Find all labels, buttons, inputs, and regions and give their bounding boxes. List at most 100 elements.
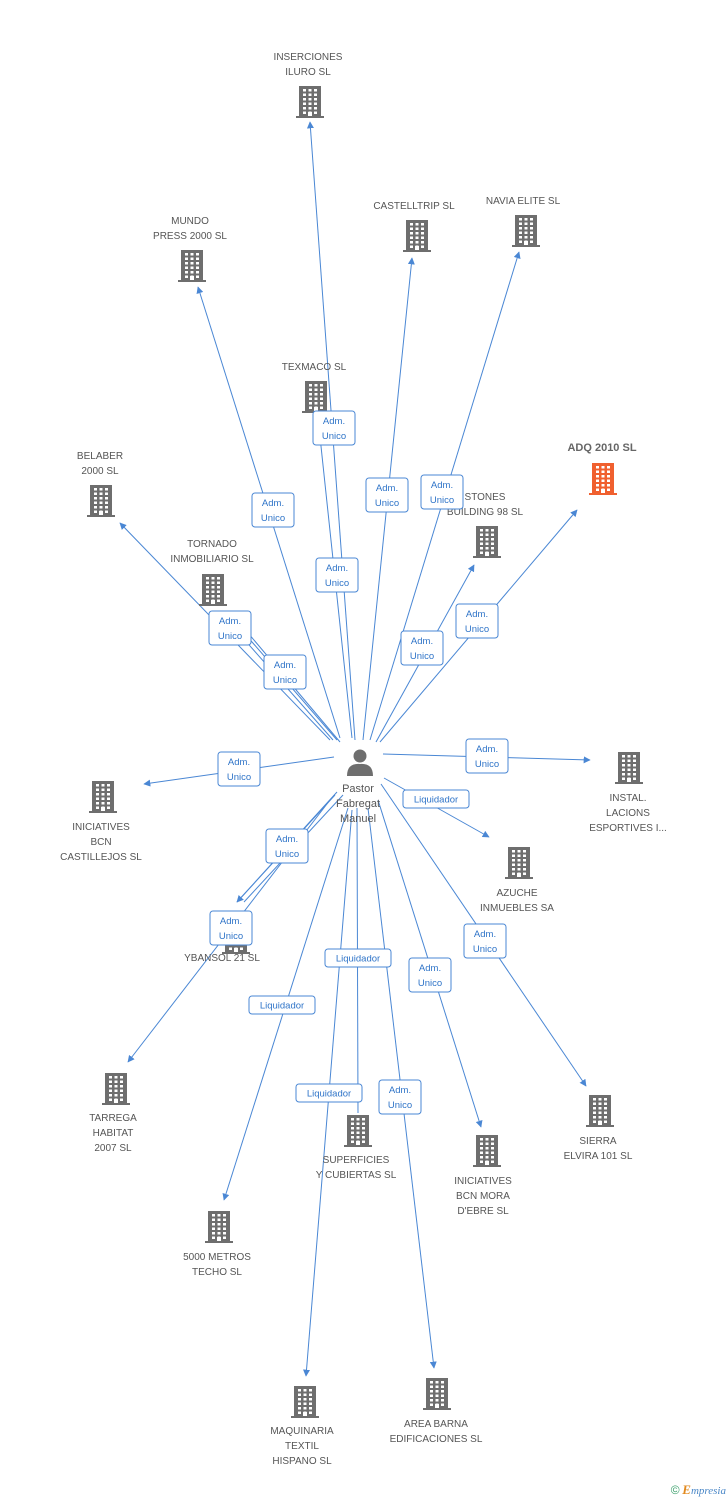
- relation-text: Unico: [218, 631, 242, 642]
- relation-label-adq[interactable]: Adm.Unico: [455, 603, 499, 639]
- company-node-adq[interactable]: ADQ 2010 SL: [567, 442, 637, 495]
- building-icon[interactable]: [403, 220, 431, 252]
- relation-label-azuche[interactable]: Liquidador: [402, 789, 470, 809]
- relation-label-metros[interactable]: Liquidador: [248, 995, 316, 1015]
- company-node-metros[interactable]: 5000 METROS TECHO SL: [183, 1211, 251, 1278]
- company-name-line: STONES: [465, 492, 506, 503]
- company-name-line: LACIONS: [606, 808, 650, 819]
- company-node-texmaco[interactable]: TEXMACO SL: [282, 362, 347, 413]
- company-name-line: ESPORTIVES I...: [589, 823, 667, 834]
- relation-text: Adm.: [376, 483, 398, 494]
- building-icon[interactable]: [586, 1095, 614, 1127]
- building-icon[interactable]: [178, 250, 206, 282]
- building-icon[interactable]: [505, 847, 533, 879]
- relation-text: Adm.: [220, 916, 242, 927]
- building-icon[interactable]: [205, 1211, 233, 1243]
- building-icon[interactable]: [512, 215, 540, 247]
- relation-text: Unico: [273, 675, 297, 686]
- company-node-inserciones[interactable]: INSERCIONES ILURO SL: [274, 52, 343, 118]
- building-icon[interactable]: [473, 526, 501, 558]
- building-icon[interactable]: [291, 1386, 319, 1418]
- relation-label-mundo[interactable]: Adm.Unico: [251, 492, 295, 528]
- relation-label-iniciatives_mora[interactable]: Adm. Unico: [408, 957, 452, 993]
- company-node-navia[interactable]: NAVIA ELITE SL: [486, 196, 561, 247]
- relation-text: Adm.: [262, 498, 284, 509]
- company-name-line: AREA BARNA: [404, 1419, 468, 1430]
- building-icon[interactable]: [302, 381, 330, 413]
- building-icon[interactable]: [615, 752, 643, 784]
- company-name-line: INSERCIONES: [274, 52, 343, 63]
- company-name-line: HABITAT: [93, 1128, 134, 1139]
- relation-label-sierra[interactable]: Adm.Unico: [463, 923, 507, 959]
- relation-label-iniciatives_bcn[interactable]: Adm.Unico: [217, 751, 261, 787]
- relation-label-superficies[interactable]: Liquidador: [324, 948, 392, 968]
- relation-label-stones[interactable]: Adm.Unico: [400, 630, 444, 666]
- company-name-line: EDIFICACIONES SL: [390, 1434, 483, 1445]
- copyright-symbol: ©: [670, 1483, 680, 1497]
- relation-text: Unico: [375, 498, 399, 509]
- relation-label-ybansol[interactable]: Adm.Unico: [265, 828, 309, 864]
- company-name-line: 5000 METROS: [183, 1252, 251, 1263]
- relation-text: Unico: [475, 759, 499, 770]
- company-name-line: TEXMACO SL: [282, 362, 347, 373]
- building-icon[interactable]: [589, 463, 617, 495]
- company-name-line: MAQUINARIA: [270, 1426, 334, 1437]
- relation-label-instal[interactable]: Adm.Unico: [465, 738, 509, 774]
- relation-text: Adm.: [276, 834, 298, 845]
- company-name-line: NAVIA ELITE SL: [486, 196, 561, 207]
- building-icon[interactable]: [473, 1135, 501, 1167]
- building-icon[interactable]: [199, 574, 227, 606]
- building-icon[interactable]: [423, 1378, 451, 1410]
- company-node-area_barna[interactable]: AREA BARNA EDIFICACIONES SL: [390, 1378, 483, 1445]
- company-name-line: CASTELLTRIP SL: [373, 201, 455, 212]
- relation-text: Unico: [227, 772, 251, 783]
- relation-label-texmaco[interactable]: Adm. Unico: [315, 557, 359, 593]
- relation-label-area_barna[interactable]: Adm.Unico: [378, 1079, 422, 1115]
- company-name-line: TECHO SL: [192, 1267, 242, 1278]
- company-name-line: YBANSOL 21 SL: [184, 953, 260, 964]
- relation-label-tarrega[interactable]: Adm.Unico: [209, 910, 253, 946]
- relation-label-tornado[interactable]: Adm.Unico: [263, 654, 307, 690]
- relation-text: Liquidador: [414, 795, 458, 806]
- company-name-line: TEXTIL: [285, 1441, 319, 1452]
- brand-name: mpresia: [690, 1485, 726, 1497]
- relation-label-maquinaria[interactable]: Liquidador: [295, 1083, 363, 1103]
- building-icon[interactable]: [87, 485, 115, 517]
- company-name-line: ILURO SL: [285, 67, 331, 78]
- relation-label-belaber[interactable]: Adm.Unico: [208, 610, 252, 646]
- relation-text: Unico: [430, 495, 454, 506]
- relation-text: Adm.: [411, 636, 433, 647]
- building-icon[interactable]: [296, 86, 324, 118]
- company-name-line: INICIATIVES: [454, 1176, 512, 1187]
- company-node-castelltrip[interactable]: CASTELLTRIP SL: [373, 201, 455, 252]
- empresia-footer[interactable]: © Empresia: [671, 1482, 726, 1498]
- relation-label-inserciones[interactable]: Adm.Unico: [312, 410, 356, 446]
- relation-label-navia[interactable]: Adm.Unico: [420, 474, 464, 510]
- relation-text: Adm.: [326, 563, 348, 574]
- relation-labels-layer: Adm.UnicoAdm.UnicoAdm.UnicoAdm.UnicoAdm.…: [208, 410, 509, 1115]
- company-name-line: 2000 SL: [81, 466, 119, 477]
- relation-text: Unico: [418, 978, 442, 989]
- company-name-line: 2007 SL: [94, 1143, 132, 1154]
- building-icon[interactable]: [102, 1073, 130, 1105]
- relation-label-castelltrip[interactable]: Adm. Unico: [365, 477, 409, 513]
- building-icon[interactable]: [89, 781, 117, 813]
- relation-text: Unico: [322, 431, 346, 442]
- relation-text: Adm.: [419, 963, 441, 974]
- relation-text: Unico: [325, 578, 349, 589]
- building-icon[interactable]: [344, 1115, 372, 1147]
